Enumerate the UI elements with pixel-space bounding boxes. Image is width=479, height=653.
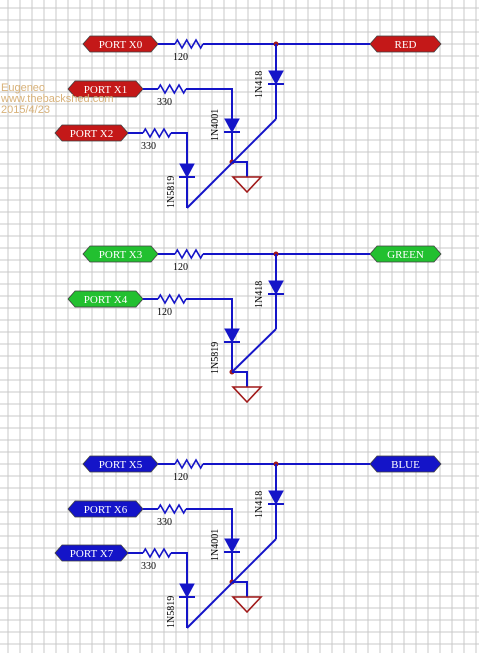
port-tag-port-x1-label: PORT X1 [84, 84, 127, 96]
wire [186, 88, 233, 119]
port-tag-port-x5-label: PORT X5 [99, 459, 143, 471]
diode-triangle [179, 583, 195, 599]
wire [232, 581, 248, 597]
port-tag-port-x6-label: PORT X6 [84, 504, 128, 516]
resistor-zigzag [157, 503, 187, 515]
resistor-zigzag [174, 248, 204, 260]
resistor-label-330: 330 [141, 561, 156, 572]
resistor-zigzag [157, 293, 187, 305]
resistor-label-330: 330 [157, 517, 172, 528]
diode-label-1N5819: 1N5819 [166, 176, 177, 208]
diode-label-1N418: 1N418 [254, 491, 265, 518]
wire [186, 508, 233, 539]
port-tag-port-x2-label: PORT X2 [70, 128, 113, 140]
section-green: PORT X3 120 GREEN 1N418 PORT X4 120 1N5819 [67, 245, 442, 404]
watermark-site: www.thebackshed.com [1, 93, 114, 105]
wire [232, 161, 248, 177]
diode-triangle [268, 70, 284, 86]
port-tag-port-x4-label: PORT X4 [84, 294, 128, 306]
output-tag-blue [369, 455, 442, 473]
diode-triangle [224, 538, 240, 554]
resistor-label-330: 330 [141, 141, 156, 152]
port-tag-port-x0-label: PORT X0 [99, 39, 143, 51]
wire [232, 371, 248, 387]
section-blue: PORT X5 120 BLUE 1N418 PORT X6 330 1N4001PORT … [54, 455, 442, 629]
diode-label-1N4001: 1N4001 [210, 109, 221, 141]
ground-symbol [231, 386, 263, 404]
resistor-label-120: 120 [173, 472, 188, 483]
diode-triangle [268, 490, 284, 506]
watermark-date: 2015/4/23 [1, 104, 50, 116]
output-tag-blue-label: BLUE [391, 459, 420, 471]
wire [231, 328, 277, 373]
output-tag-green-label: GREEN [387, 249, 424, 261]
resistor-label-120: 120 [173, 262, 188, 273]
resistor-zigzag [142, 547, 172, 559]
wire [171, 552, 188, 584]
diode-triangle [224, 328, 240, 344]
diode-label-1N5819: 1N5819 [210, 342, 221, 374]
resistor-label-120: 120 [157, 307, 172, 318]
watermark-name: Eugeneo [1, 82, 46, 94]
resistor-zigzag [174, 38, 204, 50]
diode-label-1N5819: 1N5819 [166, 596, 177, 628]
diode-triangle [179, 163, 195, 179]
diode-label-1N418: 1N418 [254, 281, 265, 308]
wire [171, 132, 188, 164]
resistor-label-120: 120 [173, 52, 188, 63]
output-tag-red-label: RED [395, 39, 417, 51]
wire [186, 298, 233, 329]
ground-symbol [231, 176, 263, 194]
resistor-zigzag [157, 83, 187, 95]
output-tag-green [369, 245, 442, 263]
port-tag-port-x3-label: PORT X3 [99, 249, 143, 261]
diode-label-1N418: 1N418 [254, 71, 265, 98]
diode-triangle [268, 280, 284, 296]
output-tag-red [369, 35, 442, 53]
wire [186, 538, 277, 629]
diode-triangle [224, 118, 240, 134]
diode-label-1N4001: 1N4001 [210, 529, 221, 561]
resistor-zigzag [142, 127, 172, 139]
resistor-label-330: 330 [157, 97, 172, 108]
wire [186, 118, 277, 209]
resistor-zigzag [174, 458, 204, 470]
port-tag-port-x7-label: PORT X7 [70, 548, 114, 560]
ground-symbol [231, 596, 263, 614]
